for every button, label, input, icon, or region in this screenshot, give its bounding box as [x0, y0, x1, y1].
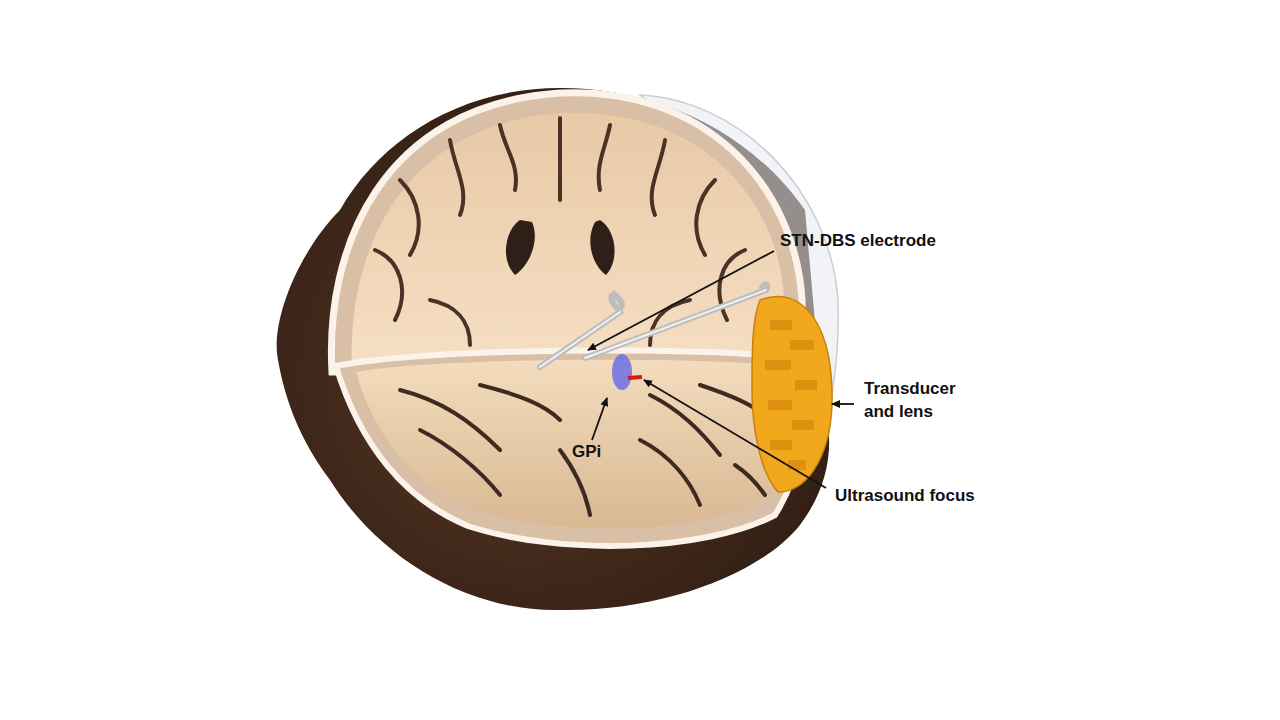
axial-brain	[356, 360, 789, 528]
head-surface	[277, 88, 829, 610]
ventricle	[590, 220, 614, 275]
callout-label: GPi	[572, 440, 601, 463]
callout-label: Transducer and lens	[864, 377, 974, 423]
coronal-skull	[331, 93, 803, 372]
sulci	[375, 118, 745, 345]
axial-skull	[336, 350, 805, 546]
transducer	[752, 297, 832, 492]
dbs-electrode	[540, 284, 767, 367]
leader-line	[588, 251, 854, 488]
gpi-target	[612, 354, 632, 390]
coronal-brain	[352, 113, 785, 372]
callout-label: STN-DBS electrode	[780, 229, 936, 252]
callout-label: Ultrasound focus	[835, 484, 975, 507]
ultrasound-focus	[628, 377, 642, 378]
axial-sulci	[400, 385, 770, 515]
ventricle	[506, 220, 535, 275]
